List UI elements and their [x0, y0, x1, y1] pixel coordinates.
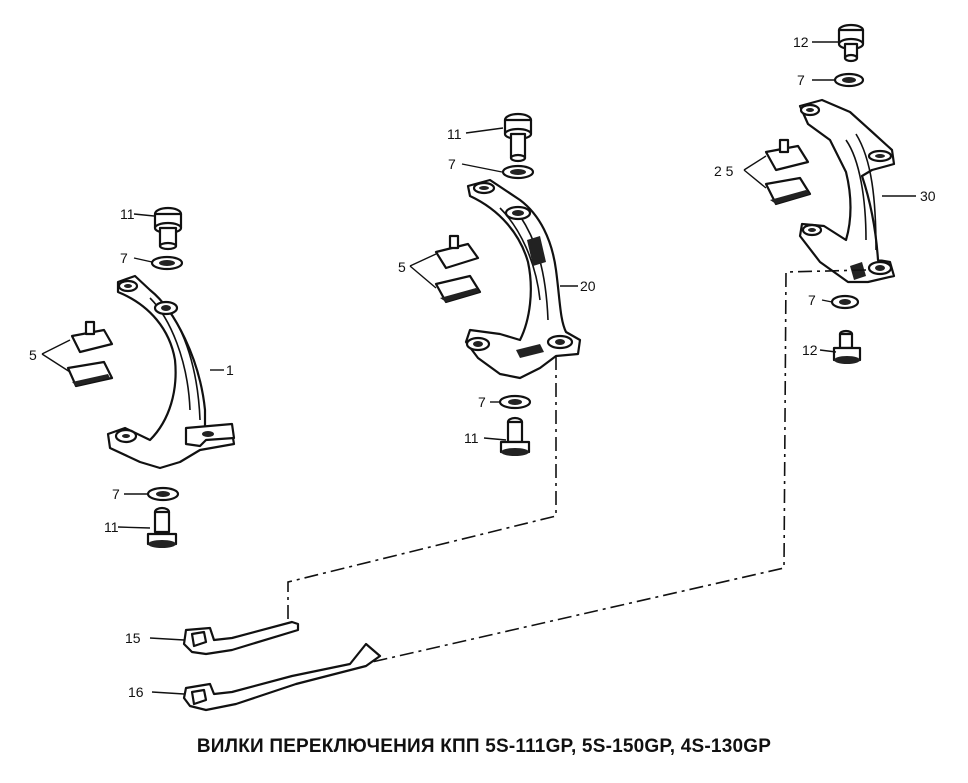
fork-20-top-washer [501, 164, 535, 180]
fork-1-label-part: 1 [226, 362, 234, 378]
fork-30-body [798, 98, 896, 284]
rod-16: 16 [128, 642, 382, 712]
diagram-title: ВИЛКИ ПЕРЕКЛЮЧЕНИЯ КПП 5S-111GP, 5S-150G… [196, 736, 772, 757]
fork-1-bottom-washer [146, 486, 180, 502]
fork-1-top-washer [150, 255, 184, 271]
fork-1-body [106, 274, 236, 470]
fork-20-bottom-washer [498, 394, 532, 410]
rod-15: 15 [125, 620, 300, 656]
fork-1-label-pads: 5 [29, 347, 37, 363]
fork-20-label-part: 20 [580, 278, 596, 294]
fork-1-label-top-washer: 7 [120, 250, 128, 266]
fork-1-top-bolt [153, 206, 183, 251]
fork-1-label-top-bolt: 11 [120, 206, 135, 222]
rod-15-label: 15 [125, 630, 141, 646]
fork-20-top-bolt [503, 112, 533, 163]
fork-30-assembly: 12 7 2 5 30 7 12 [714, 23, 936, 364]
fork-1-pads [66, 320, 114, 388]
fork-20-bottom-bolt [499, 416, 531, 456]
fork-20-label-top-washer: 7 [448, 156, 456, 172]
assembly-lines [287, 269, 867, 663]
fork-20-label-bottom-bolt: 11 [464, 430, 479, 446]
fork-1-bottom-bolt [146, 506, 178, 548]
rod-16-label: 16 [128, 684, 144, 700]
fork-30-pads [764, 138, 812, 206]
fork-20-label-pads: 5 [398, 259, 406, 275]
fork-30-label-bottom-washer: 7 [808, 292, 816, 308]
fork-30-label-top-bolt: 12 [793, 34, 809, 50]
fork-30-label-top-washer: 7 [797, 72, 805, 88]
fork-1-label-bottom-bolt: 11 [104, 519, 119, 535]
fork-20-body [464, 178, 582, 380]
fork-20-label-bottom-washer: 7 [478, 394, 486, 410]
fork-20-label-top-bolt: 11 [447, 126, 462, 142]
fork-30-top-washer [833, 72, 865, 88]
fork-30-bottom-bolt [832, 329, 862, 364]
fork-30-label-pads: 2 5 [714, 163, 734, 179]
fork-30-top-bolt [837, 23, 865, 63]
fork-1-label-bottom-washer: 7 [112, 486, 120, 502]
fork-20-pads [434, 234, 482, 304]
fork-30-bottom-washer [830, 294, 860, 310]
fork-20-assembly: 11 7 5 20 7 11 [398, 112, 596, 456]
fork-30-label-bottom-bolt: 12 [802, 342, 818, 358]
fork-30-label-part: 30 [920, 188, 936, 204]
fork-1-assembly: 11 7 5 1 7 11 [29, 206, 236, 548]
